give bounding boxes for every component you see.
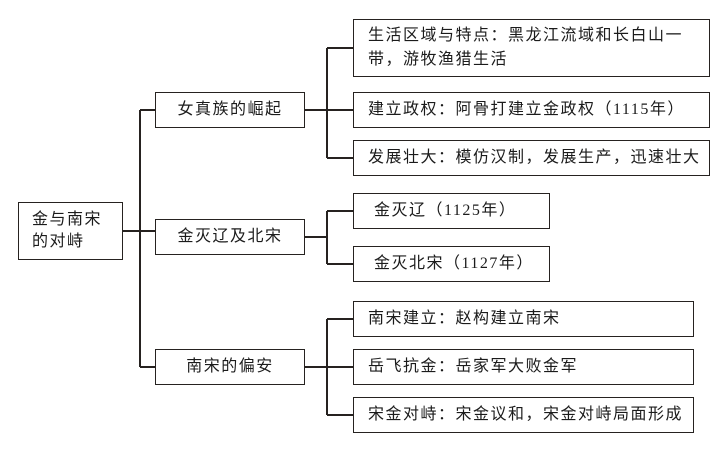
branch-node-jin-conquers-liao-and-northern-song: 金灭辽及北宋 [155, 219, 305, 255]
leaf-node-living-area-and-traits: 生活区域与特点：黑龙江流域和长白山一带，游牧渔猎生活 [353, 19, 710, 77]
branch-node-southern-song-partial-peace: 南宋的偏安 [155, 349, 305, 385]
leaf-node-southern-song-founding: 南宋建立：赵构建立南宋 [353, 301, 694, 337]
branch-node-jurchen-rise: 女真族的崛起 [155, 92, 305, 128]
root-node-jin-song-confrontation: 金与南宋的对峙 [18, 202, 123, 260]
leaf-node-yue-fei-resists-jin: 岳飞抗金：岳家军大败金军 [353, 349, 694, 385]
branch2-to-leaves-connector [305, 210, 353, 265]
root-to-branches-connector [123, 109, 155, 368]
leaf-node-regime-founding: 建立政权：阿骨打建立金政权（1115年） [353, 92, 710, 128]
leaf-node-jin-destroys-liao: 金灭辽（1125年） [353, 193, 550, 229]
branch3-to-leaves-connector [305, 318, 353, 416]
leaf-node-jin-destroys-northern-song: 金灭北宋（1127年） [353, 246, 550, 282]
leaf-node-song-jin-standoff: 宋金对峙：宋金议和，宋金对峙局面形成 [353, 397, 694, 433]
branch1-to-leaves-connector [305, 47, 353, 159]
leaf-node-growth-and-expansion: 发展壮大：模仿汉制，发展生产，迅速壮大 [353, 140, 710, 176]
